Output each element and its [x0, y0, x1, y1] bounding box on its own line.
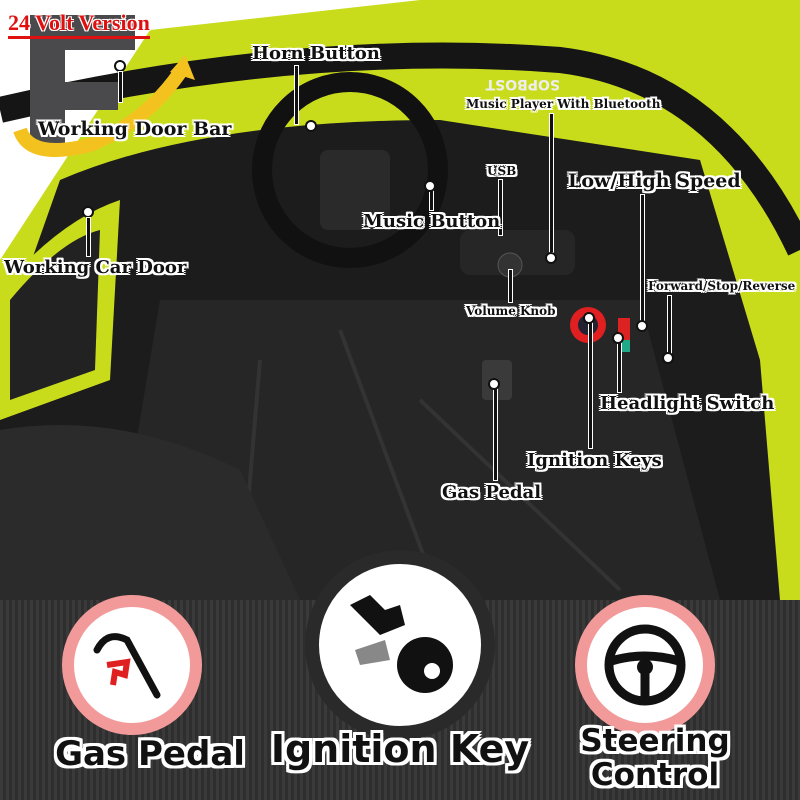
label-horn-button: Horn Button — [252, 43, 380, 64]
label-volume-knob: Volume Knob — [466, 304, 556, 318]
label-headlight-switch: Headlight Switch — [600, 393, 775, 414]
label-music-button: Music Button — [363, 211, 501, 232]
label-forward-stop-reverse: Forward/Stop/Reverse — [648, 279, 796, 293]
ignition-key-icon — [350, 595, 453, 693]
label-gas-pedal: Gas Pedal — [442, 482, 542, 503]
label-working-door-bar: Working Door Bar — [38, 118, 232, 140]
feature-ignition-key — [305, 550, 495, 740]
label-low-high-speed: Low/High Speed — [568, 170, 741, 192]
brand-logo-icon — [13, 15, 195, 157]
label-music-player: Music Player With Bluetooth — [466, 97, 661, 111]
feature-gas-pedal — [62, 595, 202, 735]
feature-label-gas-pedal: Gas Pedal — [55, 734, 245, 774]
music-panel — [460, 230, 575, 275]
feature-steering-control — [575, 595, 715, 735]
label-ignition-keys: Ignition Keys — [527, 450, 662, 471]
gas-pedal-icon — [93, 633, 161, 699]
steering-wheel — [252, 72, 448, 268]
label-usb: USB — [487, 164, 517, 178]
roll-bar — [0, 42, 800, 256]
feature-label-ignition-key: Ignition Key — [270, 727, 530, 771]
steering-wheel-icon — [604, 624, 686, 706]
version-badge: 24 Volt Version — [8, 10, 150, 39]
seat — [0, 425, 300, 600]
dash-brand-text: SOPBOST — [485, 76, 560, 92]
feature-label-control: Control — [590, 757, 720, 793]
label-working-car-door: Working Car Door — [4, 257, 187, 278]
feature-label-steering: Steering — [580, 723, 730, 759]
